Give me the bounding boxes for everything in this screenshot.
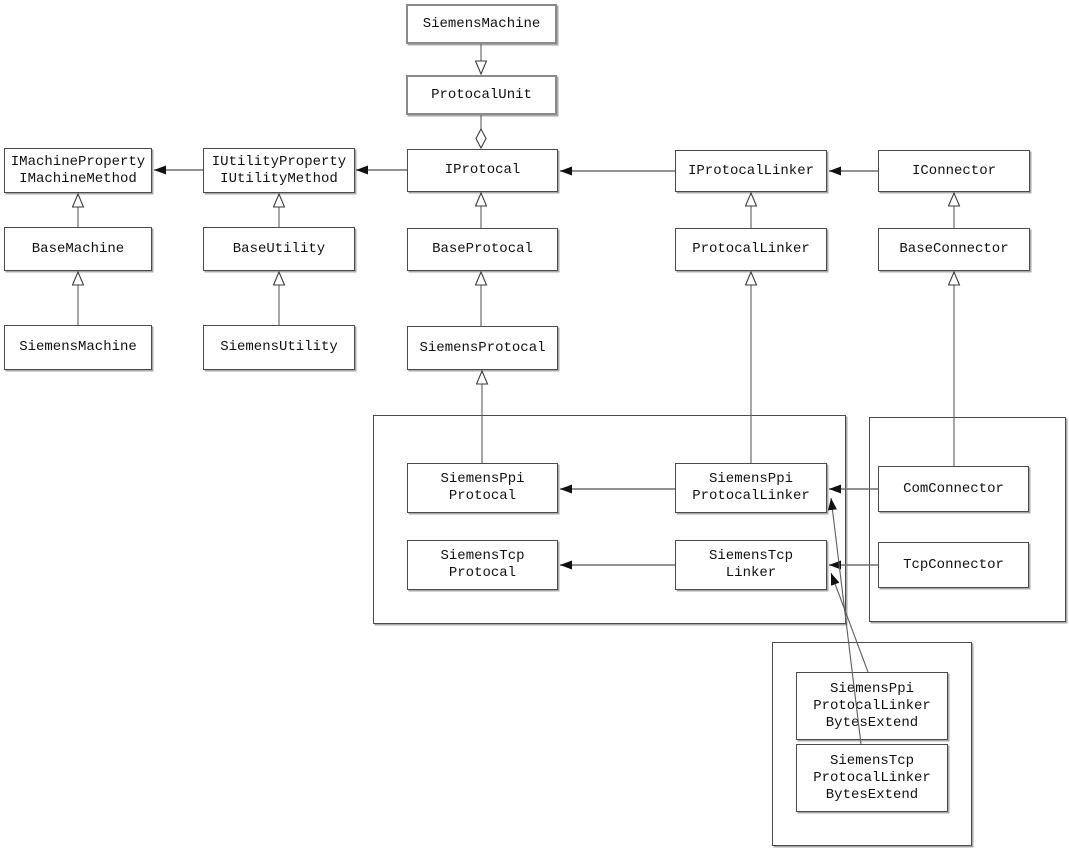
class-box-base-connector: BaseConnector [878, 228, 1030, 271]
class-box-base-utility: BaseUtility [203, 227, 355, 271]
class-box-siemens-tcp-protocal: SiemensTcp Protocal [407, 540, 558, 590]
class-box-siemens-tcp-linker: SiemensTcp Linker [675, 540, 827, 590]
class-box-imachine-property-method: IMachineProperty IMachineMethod [4, 148, 152, 193]
class-box-siemens-utility: SiemensUtility [203, 325, 355, 370]
class-box-iprotocal: IProtocal [407, 149, 558, 192]
class-box-protocal-unit: ProtocalUnit [406, 75, 557, 115]
class-box-siemens-ppi-protocal-linker: SiemensPpi ProtocalLinker [675, 463, 827, 513]
class-box-siemens-tcp-protocal-linker-bytes-extend: SiemensTcp ProtocalLinker BytesExtend [796, 744, 948, 812]
class-box-iconnector: IConnector [878, 150, 1030, 192]
class-box-siemens-ppi-protocal-linker-bytes-extend: SiemensPpi ProtocalLinker BytesExtend [796, 672, 948, 740]
class-box-siemens-machine-top: SiemensMachine [406, 4, 557, 44]
class-box-tcp-connector: TcpConnector [878, 542, 1029, 588]
class-box-iutility-property-method: IUtilityProperty IUtilityMethod [203, 148, 355, 193]
group-box-connectors [869, 417, 1066, 622]
class-box-protocal-linker: ProtocalLinker [675, 228, 827, 271]
class-box-siemens-machine: SiemensMachine [4, 325, 152, 370]
class-box-siemens-ppi-protocal: SiemensPpi Protocal [407, 463, 558, 513]
group-box-siemens-protocal-linkers [373, 415, 846, 624]
class-box-base-protocal: BaseProtocal [407, 228, 558, 271]
class-box-base-machine: BaseMachine [4, 227, 152, 271]
class-box-com-connector: ComConnector [878, 466, 1029, 512]
class-box-iprotocal-linker: IProtocalLinker [675, 150, 827, 192]
class-box-siemens-protocal: SiemensProtocal [407, 326, 558, 370]
